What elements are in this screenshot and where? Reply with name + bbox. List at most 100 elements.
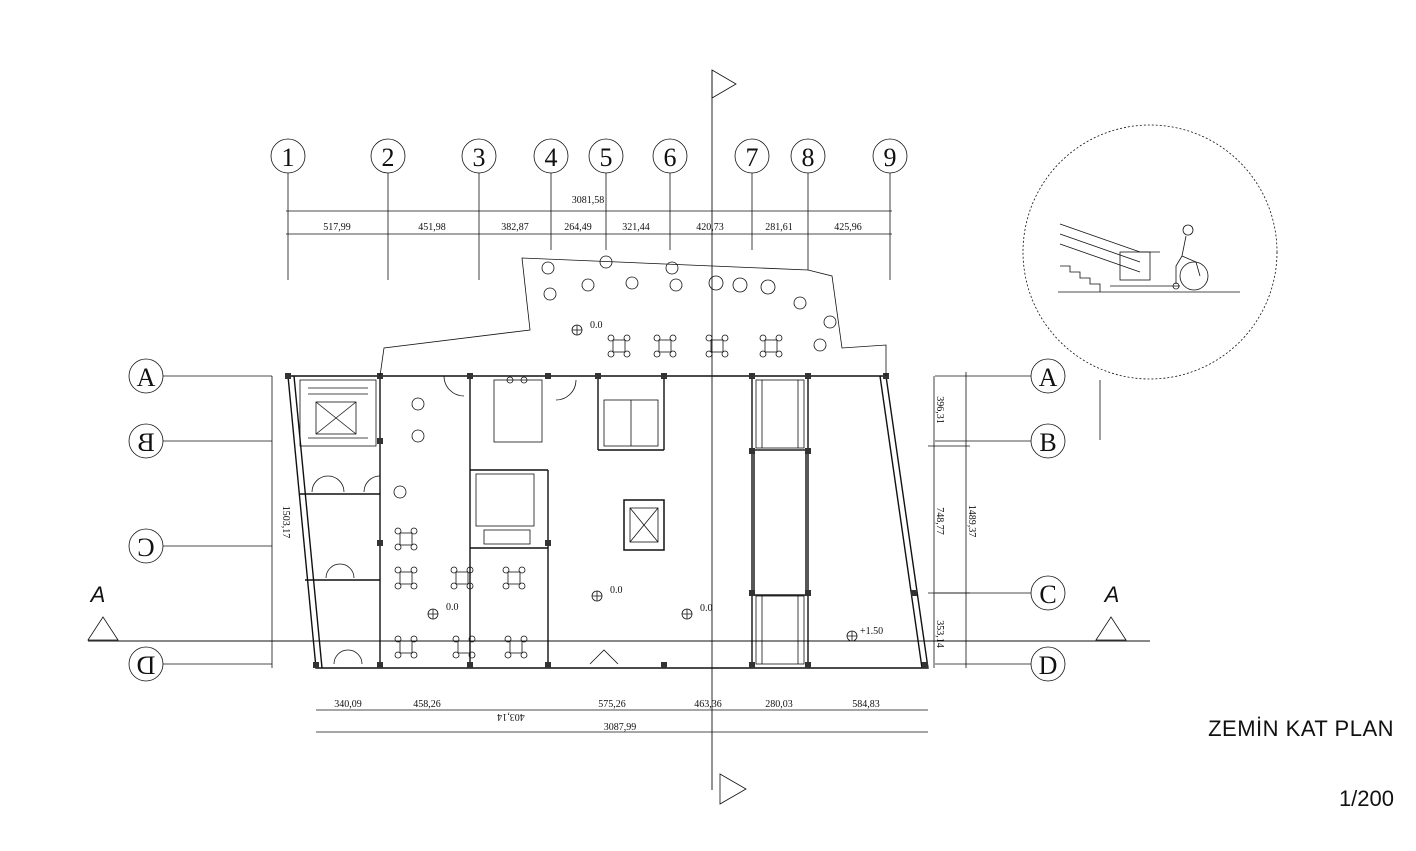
planters (541, 255, 837, 352)
right-dim: 353,14 (934, 620, 945, 648)
top-dim: 420,73 (696, 222, 724, 233)
grid-row-bubble-right-b: B (935, 423, 1066, 459)
grid-label: C (137, 533, 154, 562)
table-set (502, 566, 526, 590)
drawing-title: ZEMİN KAT PLAN (1208, 716, 1394, 741)
top-dim: 321,44 (622, 222, 650, 233)
grid-label: 9 (884, 143, 897, 172)
level-label: +1.50 (860, 626, 883, 637)
building-walls (285, 373, 929, 669)
grid-bubble-1: 1 (270, 138, 306, 280)
bottom-mirrored-dim: 403,14 (497, 711, 525, 722)
table-set (759, 334, 783, 358)
top-dimension-line: 3081,58 517,99 451,98 382,87 264,49 321,… (286, 195, 892, 235)
level-marker: 0.0 (681, 603, 713, 620)
section-mark-right: A (1103, 582, 1120, 607)
level-markers: 0.0 0.0 0.0 0.0 +1.50 (427, 320, 883, 642)
top-dim: 264,49 (564, 222, 592, 233)
elevator (623, 499, 665, 551)
grid-row-bubble-left-a: A (128, 358, 272, 394)
bottom-dim: 340,09 (334, 699, 362, 710)
grid-row-bubble-left-d: D (128, 646, 272, 682)
grid-label: 1 (282, 143, 295, 172)
table-set (394, 635, 418, 659)
table-set (394, 566, 418, 590)
grid-label: B (137, 428, 154, 457)
section-arrow-right (1095, 616, 1127, 641)
top-dim: 382,87 (501, 222, 529, 233)
grid-label: B (1039, 428, 1056, 457)
bottom-dim: 463,36 (694, 699, 722, 710)
grid-label: D (1039, 651, 1058, 680)
top-dim: 517,99 (323, 222, 351, 233)
ramp-detail-callout (1022, 124, 1278, 440)
top-total-dim: 3081,58 (572, 195, 605, 206)
grid-bubble-5: 5 (588, 138, 624, 250)
wheelchair-icon (1172, 224, 1209, 291)
top-dim: 425,96 (834, 222, 862, 233)
grid-label: 8 (802, 143, 815, 172)
grid-bubble-7: 7 (734, 138, 770, 250)
section-lines: A A (87, 69, 1150, 805)
left-total-dim: 1503,17 (280, 506, 291, 539)
toilets (475, 376, 543, 545)
grid-row-bubble-right-a: A (935, 358, 1066, 394)
grid-row-bubble-right-d: D (935, 646, 1066, 682)
grid-bubble-4: 4 (533, 138, 569, 250)
table-set (452, 635, 476, 659)
grid-row-bubble-left-c: C (128, 528, 272, 564)
bottom-dim: 584,83 (852, 699, 880, 710)
grid-bubble-9: 9 (872, 138, 908, 280)
escalator (603, 379, 805, 665)
grid-bubble-2: 2 (370, 138, 406, 280)
grid-bubble-3: 3 (461, 138, 497, 280)
bottom-dim: 575,26 (598, 699, 626, 710)
dining-tables (394, 334, 783, 659)
table-set (705, 334, 729, 358)
corridor-plants (393, 397, 425, 499)
staircase (299, 379, 377, 447)
structural-columns (285, 373, 928, 668)
table-set (653, 334, 677, 358)
level-label: 0.0 (590, 320, 603, 331)
section-arrow-left (87, 616, 119, 641)
drawing-scale: 1/200 (1338, 786, 1394, 811)
right-total-dim: 1489,37 (966, 505, 977, 538)
grid-label: 3 (473, 143, 486, 172)
grid-column-bubbles: 1 2 3 4 5 6 7 8 9 (270, 138, 908, 280)
table-set (504, 635, 528, 659)
level-marker: +1.50 (846, 626, 883, 642)
section-mark-left: A (89, 582, 106, 607)
level-marker: 0.0 (571, 320, 603, 336)
left-dimension-line: 1503,17 (271, 376, 291, 668)
table-set (450, 566, 474, 590)
top-dim: 281,61 (765, 222, 793, 233)
section-arrow-bottom (719, 773, 747, 805)
table-set (394, 527, 418, 551)
grid-label: A (1039, 363, 1058, 392)
doors (311, 375, 619, 665)
grid-row-bubbles-right: A B C D (935, 358, 1066, 682)
grid-label: 2 (382, 143, 395, 172)
terrace (379, 257, 887, 377)
grid-label: C (1039, 580, 1056, 609)
level-label: 0.0 (610, 585, 623, 596)
grid-bubble-8: 8 (790, 138, 826, 270)
section-arrow-top (711, 69, 737, 99)
right-dim: 748,77 (934, 507, 945, 535)
bottom-dim: 458,26 (413, 699, 441, 710)
grid-bubble-6: 6 (652, 138, 688, 250)
right-dimension-lines: 396,31 748,77 353,14 1489,37 (928, 372, 977, 668)
bottom-dimension-lines: 340,09 458,26 575,26 463,36 280,03 584,8… (316, 699, 928, 733)
bottom-dim: 280,03 (765, 699, 793, 710)
grid-label: 6 (664, 143, 677, 172)
grid-label: 5 (600, 143, 613, 172)
bottom-total-dim: 3087,99 (604, 722, 637, 733)
top-dim: 451,98 (418, 222, 446, 233)
grid-label: A (137, 363, 156, 392)
grid-label: 4 (545, 143, 558, 172)
level-label: 0.0 (446, 602, 459, 613)
grid-label: 7 (746, 143, 759, 172)
grid-label: D (137, 651, 156, 680)
grid-row-bubbles-left: A B C D (128, 358, 272, 682)
